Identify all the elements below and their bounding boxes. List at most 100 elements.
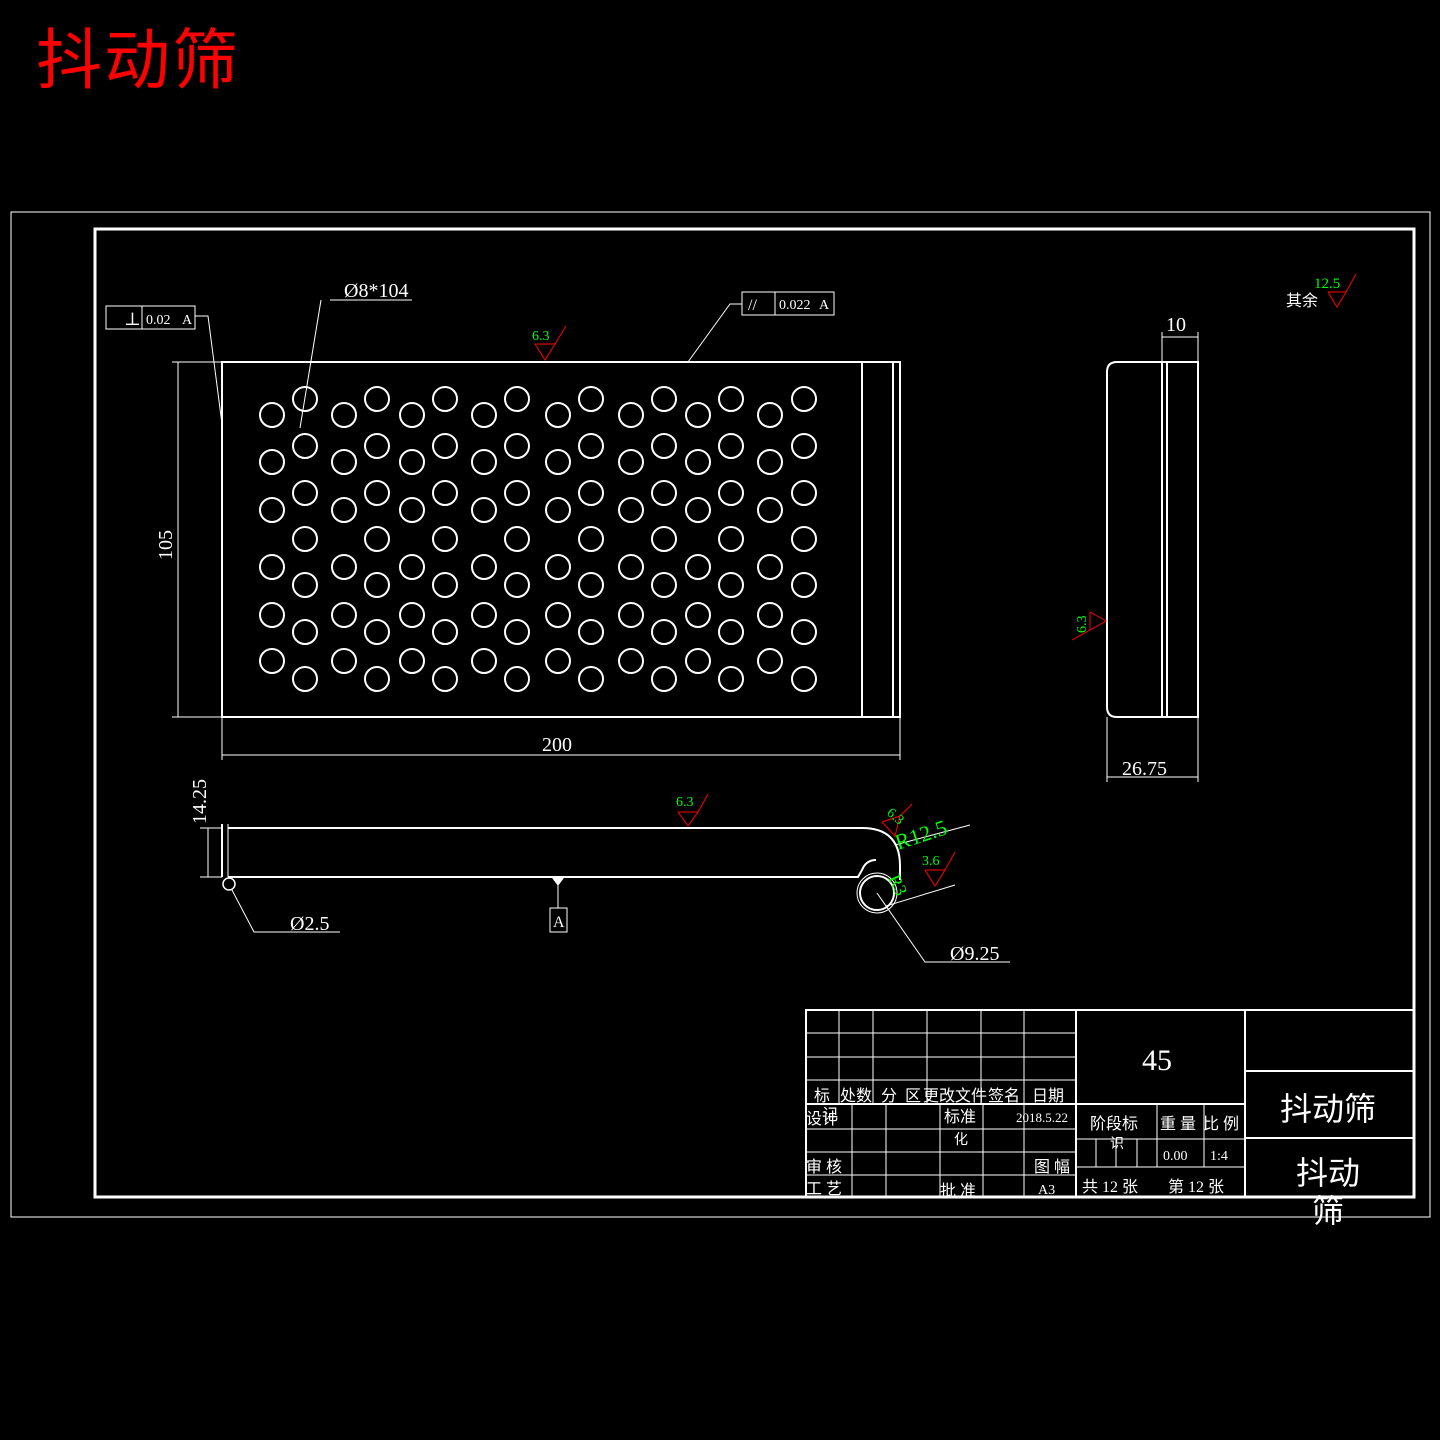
hole (471, 648, 497, 674)
hole (718, 666, 744, 692)
hole (618, 602, 644, 628)
title-block (805, 1009, 1415, 1198)
small-hole-label: Ø2.5 (290, 913, 329, 935)
hole (259, 648, 285, 674)
weight-label: 重 量 (1160, 1115, 1196, 1133)
roughness-side-left: 6.3 (1071, 611, 1108, 641)
hole (471, 402, 497, 428)
hole (791, 572, 817, 598)
large-hole (859, 875, 895, 911)
parallelism-frame (741, 291, 835, 316)
part-name-bottom-2: 筛 (1312, 1193, 1344, 1229)
standardize-label: 标准 (944, 1108, 976, 1126)
scale-value: 1:4 (1210, 1149, 1228, 1164)
hole (545, 449, 571, 475)
r3-label: R3 (884, 871, 911, 898)
hole (718, 433, 744, 459)
hole (399, 497, 425, 523)
dim-height-105: 105 (155, 530, 177, 560)
sheet-number: 第 12 张 (1168, 1178, 1224, 1196)
hole (432, 666, 458, 692)
hole (504, 572, 530, 598)
hole (364, 572, 390, 598)
roughness-value: 3.6 (922, 854, 940, 869)
hole (399, 402, 425, 428)
hole (471, 554, 497, 580)
perpendicularity-datum: A (182, 313, 193, 328)
rev-header-sub: 记 (822, 1106, 838, 1124)
roughness-symbol (1327, 273, 1357, 308)
section-view-green-texts: R12.5 R3 (884, 815, 950, 899)
hole (364, 480, 390, 506)
hole (618, 648, 644, 674)
hole (399, 554, 425, 580)
roughness-value: 6.3 (883, 806, 906, 829)
review-label: 审 核 (806, 1158, 842, 1176)
section-top-edge (228, 827, 901, 880)
small-hole (222, 877, 236, 891)
hole (364, 433, 390, 459)
hole (504, 386, 530, 412)
hole (685, 648, 711, 674)
hole (718, 480, 744, 506)
perpendicularity-value: 0.02 (146, 313, 171, 328)
design-label: 设计 (806, 1110, 838, 1128)
hole (618, 449, 644, 475)
roughness-symbol (881, 803, 913, 838)
parallelism-value: 0.022 (779, 298, 811, 313)
drawing-title: 抖动筛 (36, 22, 240, 99)
hole (651, 433, 677, 459)
hole (432, 619, 458, 645)
large-hole-leader (876, 892, 1010, 963)
front-view (105, 291, 901, 760)
dim-width-200: 200 (542, 734, 572, 756)
hole (578, 386, 604, 412)
hole (331, 449, 357, 475)
roughness-section-right: 3.6 (922, 851, 956, 887)
hole-note-leader (299, 299, 322, 429)
hole (259, 402, 285, 428)
hole (651, 572, 677, 598)
hole (718, 572, 744, 598)
sheet-outer-border (10, 211, 1431, 1218)
hole (578, 619, 604, 645)
small-hole-leader (231, 889, 340, 933)
roughness-value: 6.3 (1075, 616, 1090, 634)
hole (651, 619, 677, 645)
perpendicularity-frame (105, 305, 196, 330)
roughness-symbol (534, 325, 567, 361)
hole (685, 449, 711, 475)
part-name-top: 抖动筛 (1280, 1091, 1376, 1127)
hole (471, 449, 497, 475)
hole (718, 619, 744, 645)
hole (685, 602, 711, 628)
sheet-size-label: 图 幅 (1034, 1158, 1070, 1176)
roughness-front-top: 6.3 (532, 325, 567, 361)
hole (578, 433, 604, 459)
hole (331, 554, 357, 580)
datum-box (549, 907, 568, 933)
hole (504, 619, 530, 645)
r3-leader (885, 884, 956, 907)
rev-col-mark: 标 (814, 1087, 830, 1105)
hole (791, 666, 817, 692)
parallelism-symbol: // (748, 297, 757, 314)
hole (578, 526, 604, 552)
rev-col-zone: 区 (905, 1088, 921, 1105)
sheet-size: A3 (1038, 1183, 1055, 1198)
hole (651, 526, 677, 552)
hole (364, 666, 390, 692)
parallelism-datum: A (819, 298, 830, 313)
hole (292, 526, 318, 552)
hole (651, 386, 677, 412)
hole (504, 480, 530, 506)
hole (578, 480, 604, 506)
hole (292, 572, 318, 598)
hole (331, 402, 357, 428)
stage-sub: 识 (1110, 1136, 1124, 1152)
hole (578, 572, 604, 598)
hole (791, 386, 817, 412)
dim-14-25: 14.25 (189, 779, 211, 824)
hole (757, 554, 783, 580)
